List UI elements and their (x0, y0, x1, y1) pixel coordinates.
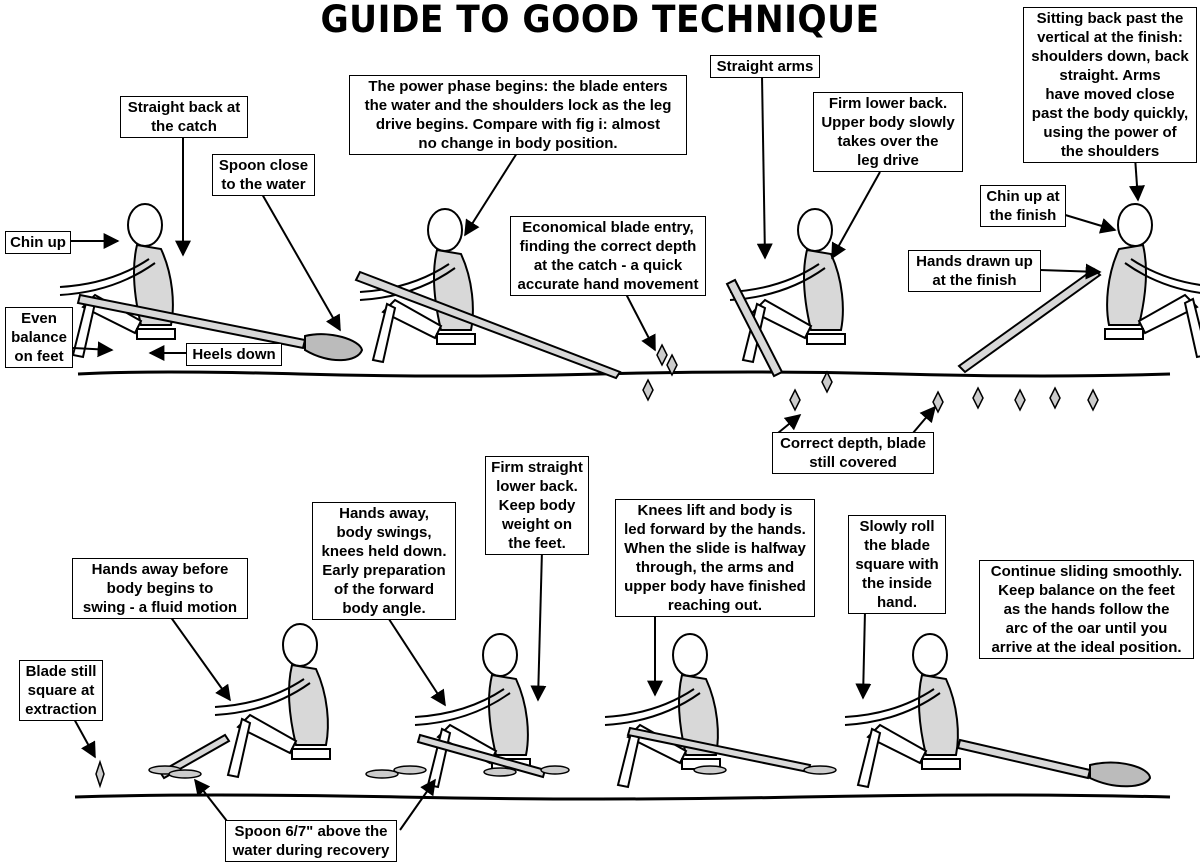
label-straight-arms: Straight arms (710, 55, 820, 78)
label-heels-down: Heels down (186, 343, 282, 366)
water-line-bottom (74, 793, 1171, 801)
label-continue-sliding: Continue sliding smoothly. Keep balance … (979, 560, 1194, 659)
leader-arrows (71, 75, 1145, 831)
label-blade-still-square: Blade still square at extraction (19, 660, 103, 721)
oar-3 (725, 278, 784, 378)
label-even-balance: Even balance on feet (5, 307, 73, 368)
label-chin-up-finish: Chin up at the finish (980, 185, 1066, 227)
oar-2 (354, 270, 622, 380)
oar-1 (76, 293, 364, 362)
label-spoon-close: Spoon close to the water (212, 154, 315, 196)
diagram-title: GUIDE TO GOOD TECHNIQUE (320, 0, 880, 41)
rower-figure-3 (729, 208, 846, 363)
oar-6 (416, 733, 547, 779)
water-line-top (77, 370, 1171, 378)
rower-figure-5 (214, 623, 331, 778)
label-hands-drawn-up: Hands drawn up at the finish (908, 250, 1041, 292)
rower-figure-4 (1104, 203, 1200, 358)
label-knees-lift: Knees lift and body is led forward by th… (615, 499, 815, 617)
rower-figure-7 (604, 633, 721, 788)
label-economical-entry: Economical blade entry, finding the corr… (510, 216, 706, 296)
label-sitting-back: Sitting back past the vertical at the fi… (1023, 7, 1197, 163)
label-power-phase: The power phase begins: the blade enters… (349, 75, 687, 155)
label-straight-back-catch: Straight back at the catch (120, 96, 248, 138)
label-slowly-roll: Slowly roll the blade square with the in… (848, 515, 946, 614)
label-hands-away-before: Hands away before body begins to swing -… (72, 558, 248, 619)
label-firm-lower-back: Firm lower back. Upper body slowly takes… (813, 92, 963, 172)
label-spoon-above: Spoon 6/7" above the water during recove… (225, 820, 397, 862)
label-chin-up: Chin up (5, 231, 71, 254)
blade-puddles-top (642, 343, 1099, 414)
rower-figure-1 (59, 203, 176, 358)
label-correct-depth: Correct depth, blade still covered (772, 432, 934, 474)
blade-puddles-bottom (95, 759, 837, 789)
label-hands-away-swings: Hands away, body swings, knees held down… (312, 502, 456, 620)
oar-8 (956, 738, 1152, 788)
rower-figure-8 (844, 633, 961, 788)
label-firm-straight-lower-back: Firm straight lower back. Keep body weig… (485, 456, 589, 555)
